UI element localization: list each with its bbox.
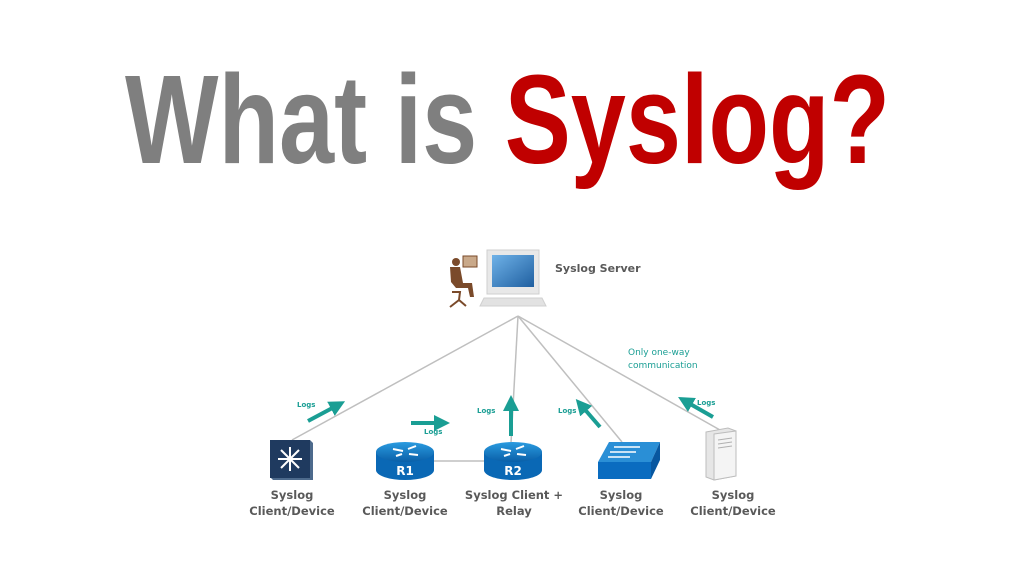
logs-label: Logs: [297, 401, 315, 409]
title-syslog: Syslog?: [505, 49, 890, 190]
connection-lines: [291, 315, 721, 462]
router-name: R2: [504, 464, 522, 478]
server-label: Syslog Server: [555, 262, 641, 275]
device-label: Syslog: [384, 488, 427, 502]
log-arrow: [678, 397, 714, 419]
server-tower-icon: [705, 427, 737, 481]
svg-text:What is Syslog?: What is Syslog?: [125, 49, 890, 190]
device-label: Syslog Client +: [465, 488, 563, 502]
device-label: Syslog: [271, 488, 314, 502]
logs-label: Logs: [697, 399, 715, 407]
device-labels: Syslog Client/Device Syslog Client/Devic…: [249, 488, 776, 518]
log-arrow: [575, 398, 602, 429]
logs-label: Logs: [424, 428, 442, 436]
log-arrow: [307, 401, 346, 423]
device-label: Relay: [496, 504, 532, 518]
router-r1-icon: R1: [376, 442, 434, 480]
device-label: Syslog: [712, 488, 755, 502]
person-at-desk-icon: [449, 255, 478, 308]
router-name: R1: [396, 464, 414, 478]
log-arrows: [307, 395, 714, 436]
router-r2-icon: R2: [484, 442, 542, 480]
device-label: Client/Device: [362, 504, 448, 518]
device-label: Client/Device: [249, 504, 335, 518]
server-workstation-icon: [479, 249, 547, 307]
title-what-is: What is: [125, 49, 477, 190]
logs-label: Logs: [558, 407, 576, 415]
note-line1: Only one-way: [628, 348, 690, 358]
device-label: Client/Device: [578, 504, 664, 518]
switch-icon: [598, 442, 660, 479]
note-line2: communication: [628, 361, 698, 371]
device-label: Client/Device: [690, 504, 776, 518]
device-label: Syslog: [600, 488, 643, 502]
logs-label: Logs: [477, 407, 495, 415]
multilayer-switch-icon: [270, 440, 313, 480]
